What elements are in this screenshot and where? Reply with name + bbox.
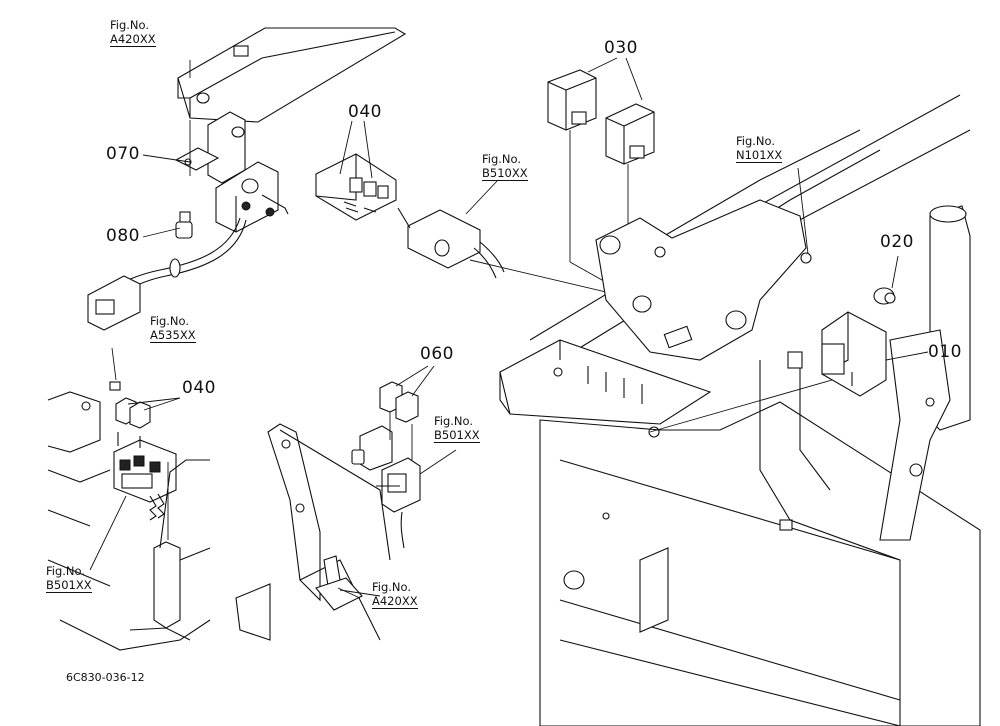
figref-code: N101XX — [736, 147, 783, 163]
part-number-080: 080 — [106, 226, 140, 246]
figref-code: B501XX — [434, 427, 480, 443]
figref-n101: Fig.No. N101XX — [736, 134, 783, 163]
figref-a420-bottom: Fig.No. A420XX — [372, 580, 418, 609]
main-frame — [499, 94, 981, 726]
part-number-040-left: 040 — [182, 378, 216, 398]
figref-b501-mid: Fig.No. B501XX — [434, 414, 480, 443]
figref-b510: Fig.No. B510XX — [482, 152, 528, 181]
part-number-060: 060 — [420, 344, 454, 364]
grommet-020 — [873, 287, 896, 305]
top-bracket-assembly — [87, 27, 407, 331]
figref-code: B501XX — [46, 577, 92, 593]
figref-a420-top: Fig.No. A420XX — [110, 18, 156, 47]
figref-code: A420XX — [110, 31, 156, 47]
part-number-010: 010 — [928, 342, 962, 362]
figref-a535: Fig.No. A535XX — [150, 314, 196, 343]
part-number-030: 030 — [604, 38, 638, 58]
relay-pair-040-top — [315, 153, 505, 279]
left-bracket-assembly — [47, 381, 211, 651]
relays-030 — [547, 69, 655, 165]
figref-prefix: Fig.No. — [736, 134, 776, 148]
figref-code: B510XX — [482, 165, 528, 181]
part-number-070: 070 — [106, 144, 140, 164]
figref-code: A535XX — [150, 327, 196, 343]
relays-060 — [379, 381, 419, 423]
middle-bracket — [235, 423, 421, 641]
figref-prefix: Fig.No. — [434, 414, 474, 428]
figref-prefix: Fig.No. — [46, 564, 86, 578]
figref-prefix: Fig.No. — [482, 152, 522, 166]
figref-b501-left: Fig.No. B501XX — [46, 564, 92, 593]
figref-prefix: Fig.No. — [150, 314, 190, 328]
part-number-020: 020 — [880, 232, 914, 252]
figref-prefix: Fig.No. — [110, 18, 150, 32]
diagram-code: 6C830-036-12 — [66, 671, 145, 684]
module-010 — [821, 311, 887, 397]
figref-code: A420XX — [372, 593, 418, 609]
part-number-040-top: 040 — [348, 102, 382, 122]
figref-prefix: Fig.No. — [372, 580, 412, 594]
